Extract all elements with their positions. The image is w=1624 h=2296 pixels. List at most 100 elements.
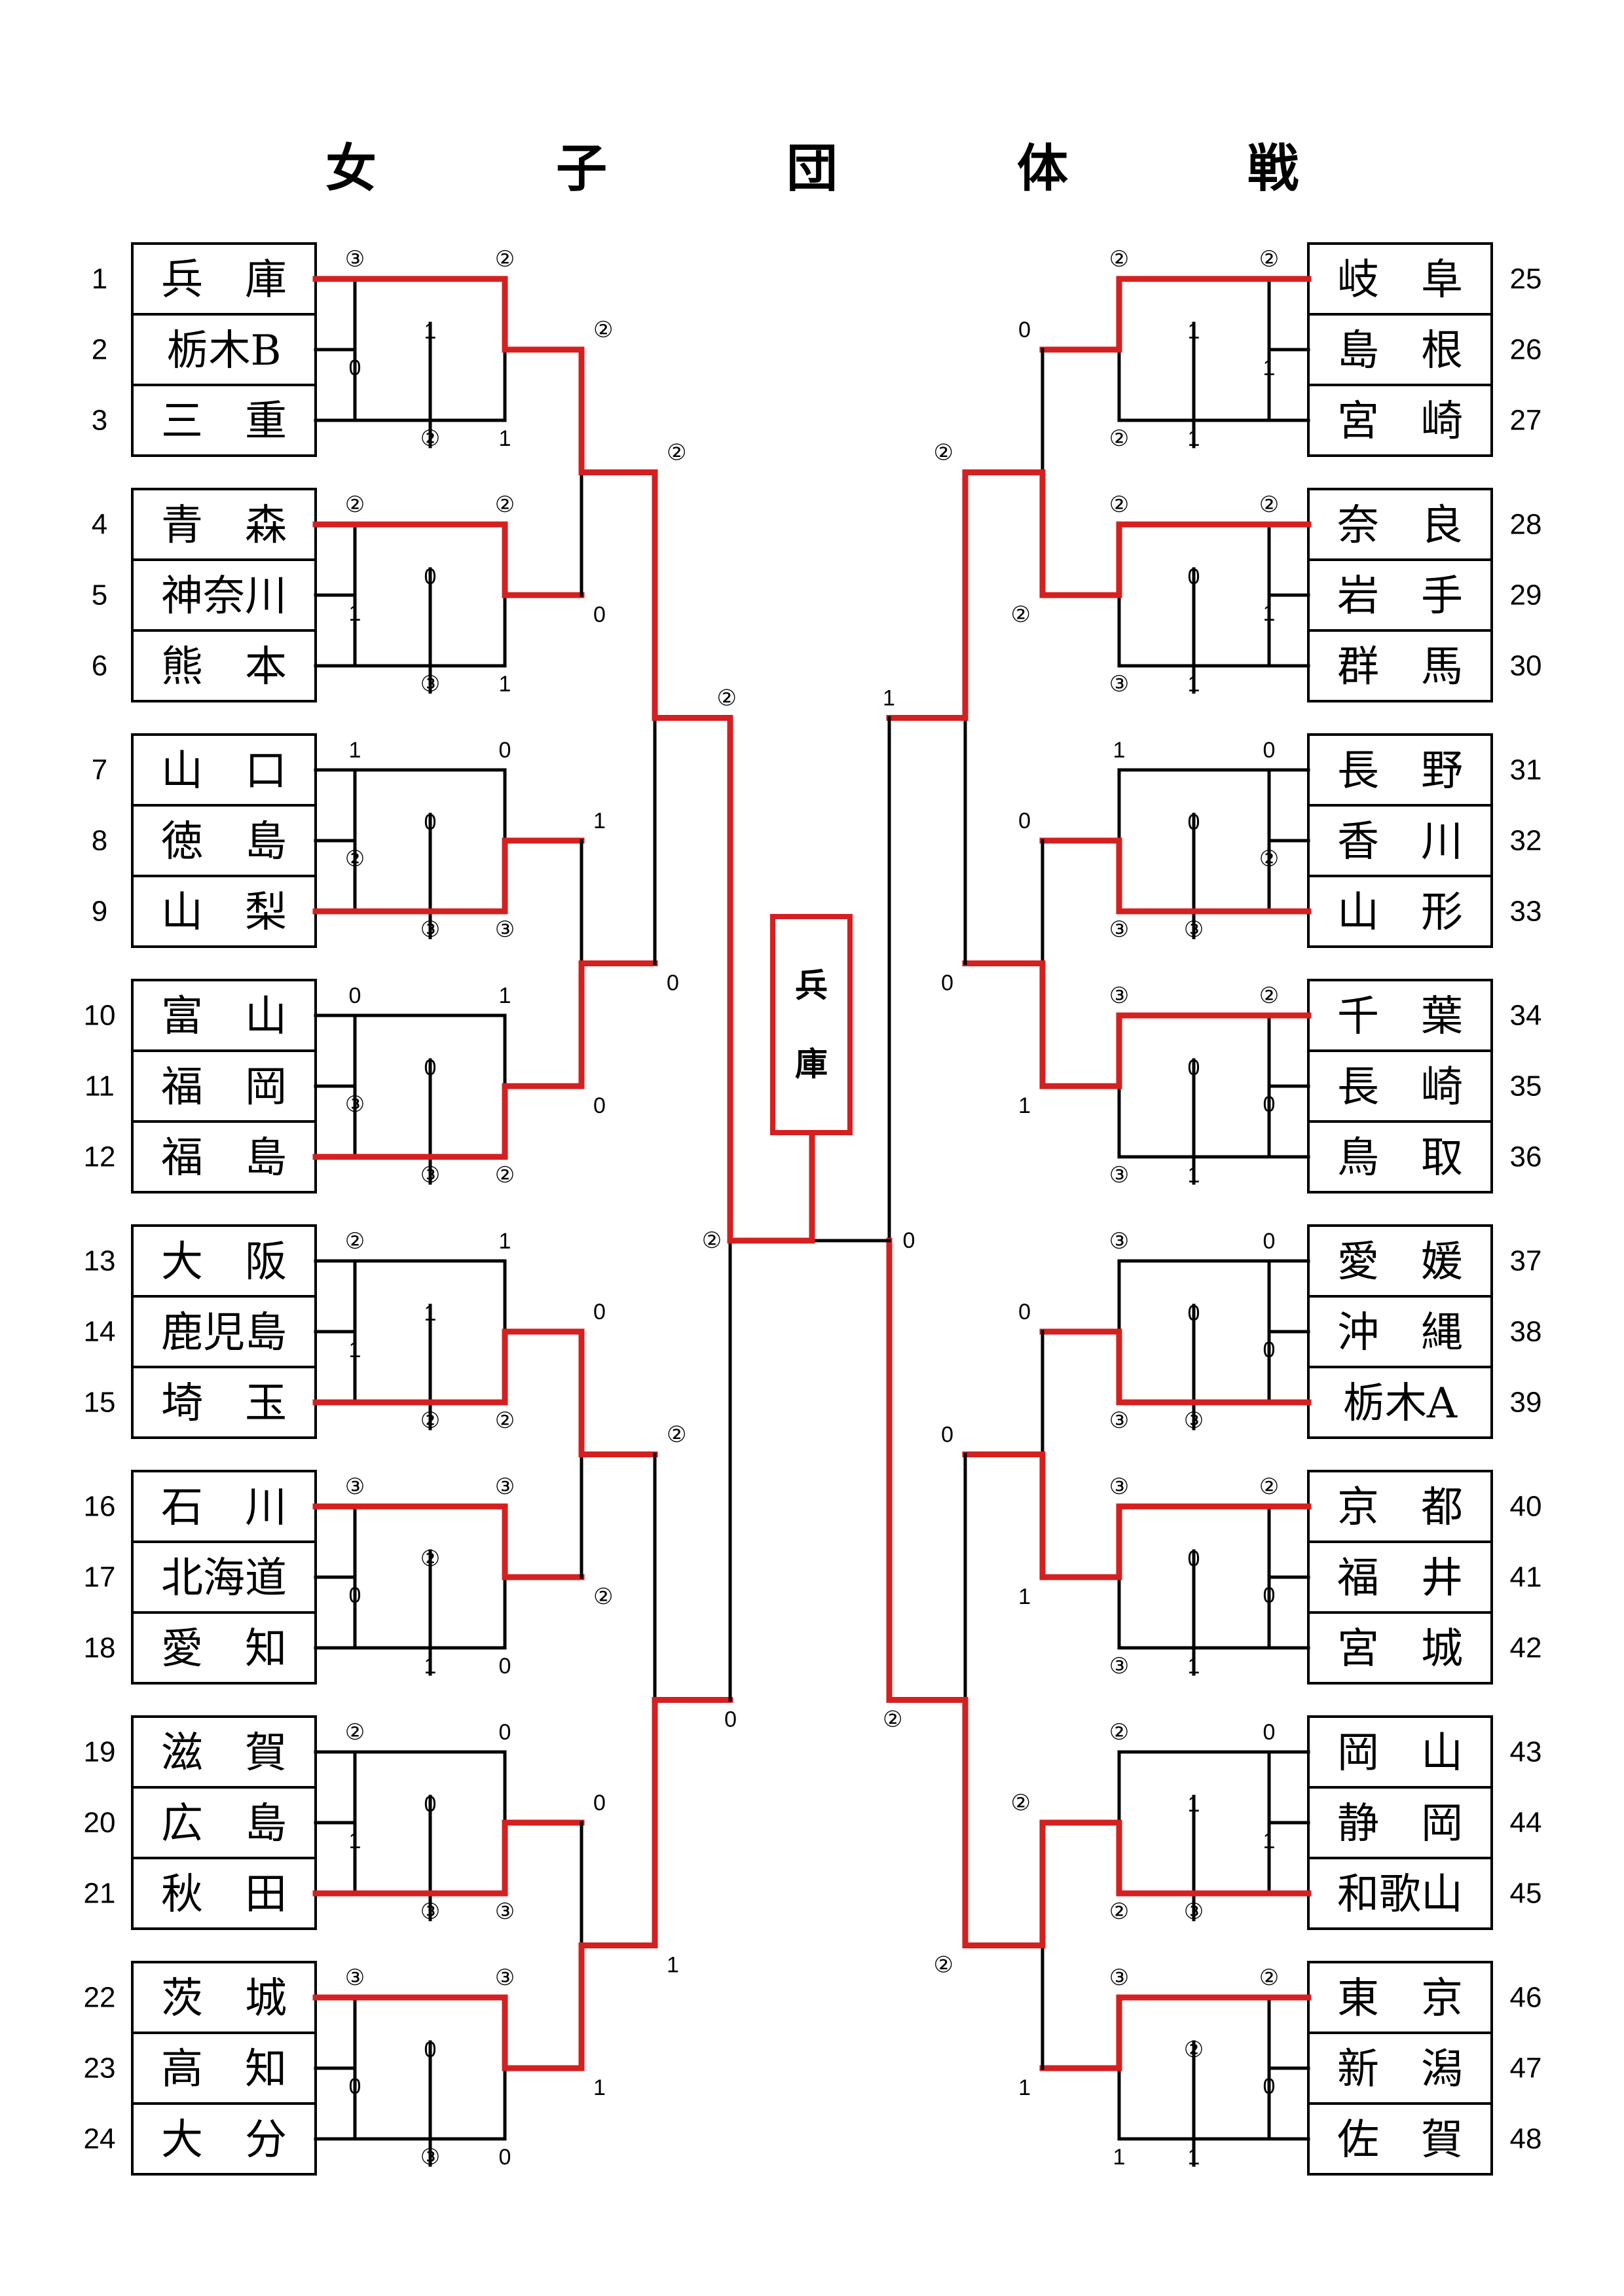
team-name: 東 京 — [1337, 1975, 1463, 2023]
match-score: 1 — [424, 1301, 437, 1326]
match-score: 1 — [349, 738, 361, 763]
match-score: 0 — [1263, 2074, 1276, 2099]
seed-number: 35 — [1510, 1070, 1542, 1102]
team-box — [1307, 1715, 1493, 1789]
match-score: ② — [495, 1163, 515, 1188]
seed-number: 25 — [1510, 263, 1542, 295]
team-box — [1307, 733, 1493, 807]
seed-number: 47 — [1510, 2052, 1542, 2085]
match-score: 0 — [1018, 809, 1031, 833]
team-box — [131, 488, 317, 561]
match-score: 1 — [1188, 2145, 1200, 2170]
match-score: ② — [1109, 492, 1129, 517]
match-score: 1 — [1188, 672, 1200, 697]
match-score: 1 — [499, 672, 511, 697]
seed-number: 41 — [1510, 1561, 1542, 1594]
team-name: 静 岡 — [1337, 1800, 1463, 1848]
match-score: ② — [1259, 983, 1279, 1008]
team-box — [131, 1049, 317, 1123]
right-round2-1: 0② — [962, 318, 1046, 627]
team-name: 愛 知 — [161, 1625, 287, 1673]
team-box — [1307, 1120, 1493, 1194]
left-round2-3: 0② — [578, 1300, 658, 1609]
team-box — [1307, 1857, 1493, 1930]
match-score: ③ — [1109, 1965, 1129, 1990]
team-name: 島 根 — [1337, 327, 1463, 375]
match-score: 0 — [349, 1583, 361, 1608]
match-score: 0 — [499, 1654, 511, 1679]
seed-number: 14 — [84, 1316, 116, 1348]
match-score: 0 — [1188, 1546, 1200, 1571]
match-score: ③ — [345, 1474, 365, 1499]
team-name: 沖 縄 — [1337, 1309, 1463, 1357]
winner-path — [1039, 521, 1312, 598]
match-score: 1 — [1188, 1163, 1200, 1188]
match-score: ③ — [420, 917, 440, 942]
match-score: ② — [667, 441, 686, 465]
team-name: 高 知 — [161, 2045, 287, 2094]
match-score: ② — [420, 1546, 440, 1571]
seed-number: 43 — [1510, 1736, 1542, 1768]
champion-name: 兵 — [795, 966, 828, 1005]
seed-number: 32 — [1510, 825, 1542, 857]
seed-number: 48 — [1510, 2123, 1542, 2155]
winner-path — [312, 1994, 585, 2071]
match-score: 0 — [424, 2037, 437, 2062]
match-score: 1 — [1113, 738, 1126, 763]
match-score: ③ — [420, 1163, 440, 1188]
seed-number: 34 — [1510, 1000, 1542, 1032]
left-round2-4: 01 — [578, 1791, 658, 2100]
seed-number: 26 — [1510, 334, 1542, 366]
match-score: 0 — [724, 1707, 737, 1732]
team-box — [131, 384, 317, 457]
team-row: 茨 城22 — [84, 1961, 317, 2034]
team-box — [131, 979, 317, 1052]
team-name: 三 重 — [161, 397, 287, 446]
team-name: 熊 本 — [161, 643, 287, 691]
seed-number: 40 — [1510, 1491, 1542, 1523]
match-score: 0 — [349, 355, 361, 380]
match-score: ③ — [1184, 917, 1204, 942]
page-title: 女 子 団 体 戦 — [325, 139, 1363, 198]
match-score: 0 — [1263, 1720, 1276, 1745]
winner-path — [886, 1697, 969, 1948]
match-score: ② — [1184, 2037, 1204, 2062]
team-name: 和歌山 — [1337, 1870, 1463, 1919]
match-score: 0 — [424, 564, 437, 589]
team-row: 山 口7 — [92, 733, 317, 807]
seed-number: 5 — [92, 579, 107, 611]
match-score: 1 — [1263, 1829, 1276, 1853]
team-box — [1307, 1611, 1493, 1685]
match-score: 0 — [349, 2074, 361, 2099]
team-row: 徳 島8 — [92, 804, 317, 877]
team-row: 大 分24 — [84, 2102, 317, 2176]
seed-number: 15 — [84, 1387, 116, 1419]
match-score: ② — [345, 1720, 365, 1745]
match-score: ② — [495, 1408, 515, 1433]
team-name: 京 都 — [1337, 1484, 1463, 1532]
match-score: ② — [593, 1584, 613, 1609]
team-name: 福 井 — [1337, 1554, 1463, 1603]
left-round3-1: ②0 — [652, 441, 733, 996]
match-score: ③ — [1184, 1899, 1204, 1924]
match-score: ③ — [1109, 1408, 1129, 1433]
match-score: 1 — [1263, 601, 1276, 626]
seed-number: 16 — [84, 1491, 116, 1523]
match-score: ② — [1259, 847, 1279, 871]
team-name: 栃木A — [1343, 1379, 1458, 1428]
team-row: 青 森4 — [92, 488, 317, 561]
winner-path — [312, 521, 585, 598]
